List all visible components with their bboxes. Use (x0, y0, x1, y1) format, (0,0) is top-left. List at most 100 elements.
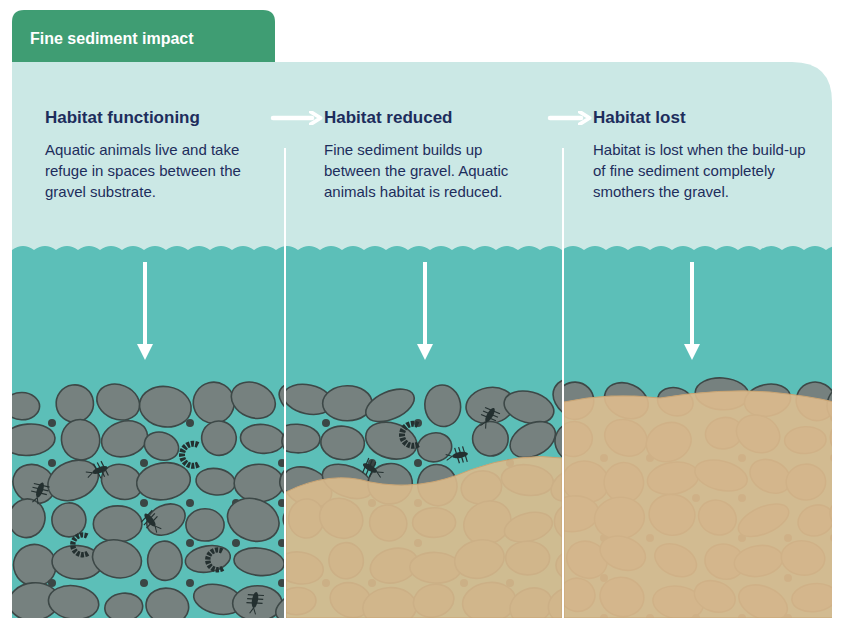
gravel-stone (183, 542, 232, 575)
gravel-stone (415, 430, 454, 465)
pebble (140, 619, 148, 620)
gravel-stone (12, 422, 56, 457)
pebble (278, 539, 284, 547)
gravel-stone (134, 459, 193, 503)
pebble (140, 499, 148, 507)
stage-description: Habitat is lost when the build-up of fin… (593, 139, 811, 202)
gravel-stone (422, 383, 464, 430)
pebble (278, 499, 284, 507)
gravel-stone (501, 386, 558, 429)
pebble (506, 619, 514, 620)
fine-sediment (286, 457, 562, 619)
pebble (186, 539, 194, 547)
gravel-stone (319, 424, 365, 461)
pebble (186, 579, 194, 587)
gravel-stone (103, 591, 144, 620)
pebble (232, 619, 240, 620)
flow-arrow (273, 116, 312, 121)
shrimp (208, 550, 223, 570)
gravel-stone (146, 539, 184, 582)
stage-heading: Habitat reduced (324, 107, 542, 129)
insect-larva (84, 460, 110, 483)
water (12, 246, 844, 621)
down-arrow (143, 262, 147, 352)
insect-larva (245, 591, 265, 615)
pebble (278, 579, 284, 587)
gravel-stone (93, 506, 142, 542)
gravel-stone (143, 585, 191, 620)
gravel-stone (361, 383, 419, 429)
gravel-stone (186, 509, 224, 541)
gravel-stone (89, 535, 146, 583)
fine-sediment (564, 391, 834, 618)
gravel-stone (97, 415, 152, 462)
gravel-stone (12, 495, 49, 542)
flow-arrow (550, 116, 581, 121)
panel-divider (562, 148, 564, 618)
stage-description: Aquatic animals live and take refuge in … (45, 139, 265, 202)
gravel-stone (273, 376, 284, 425)
title-tab (12, 10, 275, 62)
shrimp (402, 424, 419, 446)
stage-heading: Habitat lost (593, 107, 811, 129)
gravel-stone (470, 419, 511, 459)
pebble (48, 419, 56, 427)
pebble (186, 619, 194, 620)
gravel-stone (226, 376, 281, 425)
pebble (186, 419, 194, 427)
insect-larva (28, 480, 51, 506)
gravel-stone (12, 392, 40, 420)
down-arrow (690, 262, 694, 352)
pebble (414, 459, 422, 467)
stage-panel: Habitat lostHabitat is lost when the bui… (593, 107, 811, 202)
pebble (322, 419, 330, 427)
insect-larva (139, 509, 165, 536)
title: Fine sediment impact (30, 29, 194, 49)
pebble (186, 499, 194, 507)
insect-larva (359, 457, 386, 482)
gravel-stone (142, 498, 191, 541)
pebble (48, 459, 56, 467)
pebble (140, 579, 148, 587)
stage-panel: Habitat reducedFine sediment builds up b… (324, 107, 542, 202)
gravel-stone (286, 423, 321, 454)
gravel-stone (234, 464, 284, 502)
pebble (232, 539, 240, 547)
gravel-stone (278, 417, 284, 461)
gravel-stone (239, 422, 284, 455)
gravel-stone (91, 378, 145, 426)
gravel-stone (141, 428, 183, 465)
stage-panel: Habitat functioningAquatic animals live … (45, 107, 265, 202)
shrimp (73, 535, 88, 555)
gravel-stone (57, 415, 104, 463)
gravel-stone (137, 383, 194, 430)
gravel-stone (42, 453, 105, 508)
shrimp (182, 444, 199, 466)
stage-description: Fine sediment builds up between the grav… (324, 139, 542, 202)
gravel-stone (189, 378, 239, 428)
down-arrow (423, 262, 427, 352)
gravel-stone (51, 503, 86, 538)
gravel-stone (194, 466, 236, 497)
pebble (48, 619, 56, 620)
gravel-stone (322, 386, 372, 421)
gravel-stone (282, 501, 284, 537)
pebble (278, 459, 284, 467)
gravel-stone (271, 583, 284, 620)
gravel-stone (276, 454, 284, 505)
gravel-stone (233, 545, 284, 578)
gravel-stone (232, 586, 282, 620)
insect-larva (476, 404, 501, 431)
pebble (140, 459, 148, 467)
gravel-stone (46, 583, 100, 620)
pebble (414, 619, 422, 620)
panel-divider (284, 148, 286, 618)
gravel-stone (832, 578, 834, 620)
gravel-stone (546, 370, 562, 428)
gravel-stone (361, 417, 421, 465)
stage-heading: Habitat functioning (45, 107, 265, 129)
gravel-stone (221, 491, 284, 548)
insect-larva (445, 446, 469, 466)
